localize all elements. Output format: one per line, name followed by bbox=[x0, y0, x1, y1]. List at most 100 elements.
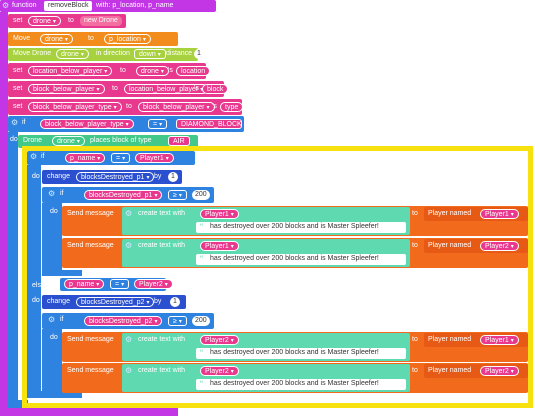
move-drone-block[interactable]: Move drone▾ to p_location▾ bbox=[8, 32, 178, 46]
set-location-block[interactable]: set location_below_player▾ to drone▾ 's … bbox=[8, 63, 211, 79]
target-player-var[interactable]: Player2▾ bbox=[480, 366, 519, 376]
blocks-p1-var[interactable]: blocksDestroyed_p1▾ bbox=[84, 190, 163, 200]
gear-icon[interactable]: ⚙ bbox=[11, 118, 19, 127]
drone-var[interactable]: drone▾ bbox=[40, 34, 73, 44]
player-name-var[interactable]: Player2▾ bbox=[200, 366, 239, 376]
location-var[interactable]: location_below_player▾ bbox=[28, 66, 113, 76]
message-text[interactable]: has destroyed over 200 blocks and is Mas… bbox=[210, 349, 379, 356]
message-text[interactable]: has destroyed over 200 blocks and is Mas… bbox=[210, 380, 379, 387]
dropdown-arrow-icon: ▾ bbox=[165, 156, 169, 162]
gear-icon[interactable]: ⚙ bbox=[48, 189, 56, 198]
var-label: blocksDestroyed_p1 bbox=[89, 192, 153, 199]
drone-var[interactable]: drone▾ bbox=[52, 136, 85, 146]
text-string-block[interactable]: “ has destroyed over 200 blocks and is M… bbox=[196, 379, 406, 390]
blocks-p2-var[interactable]: blocksDestroyed_p2▾ bbox=[76, 297, 155, 307]
if-player-block[interactable]: ⚙ if p_name▾ =▾ Player1▾ bbox=[27, 151, 195, 165]
air-value[interactable]: AIR bbox=[168, 136, 190, 146]
distance-value[interactable]: 1 bbox=[194, 49, 204, 59]
set-drone-block[interactable]: set drone▾ to new Drone bbox=[8, 14, 126, 28]
set-label: set bbox=[13, 103, 23, 110]
p-name-var[interactable]: p_name▾ bbox=[65, 153, 106, 163]
p-location-var[interactable]: p_location▾ bbox=[104, 34, 151, 44]
text-string-block[interactable]: “ has destroyed over 200 blocks and is M… bbox=[196, 348, 406, 359]
blocks-p1-var[interactable]: blocksDestroyed_p1▾ bbox=[76, 172, 155, 182]
direction-dropdown[interactable]: down▾ bbox=[134, 49, 166, 59]
function-name[interactable]: removeBlock bbox=[44, 1, 93, 11]
operator-dropdown[interactable]: ≥▾ bbox=[168, 190, 187, 200]
var-label: block_below_player bbox=[143, 104, 205, 111]
operator-dropdown[interactable]: ≥▾ bbox=[168, 316, 187, 326]
target-player-var[interactable]: Player2▾ bbox=[480, 241, 519, 251]
create-text-block[interactable]: ⚙ create text with Player1▾ “ has destro… bbox=[122, 239, 410, 267]
gear-icon[interactable]: ⚙ bbox=[30, 152, 38, 161]
if-p1-block[interactable]: ⚙ if blocksDestroyed_p1▾ ≥▾ 200 bbox=[42, 187, 214, 203]
do-label: do bbox=[32, 173, 40, 180]
set-block-block[interactable]: set block_below_player▾ to location_belo… bbox=[8, 81, 229, 97]
new-drone-value[interactable]: new Drone bbox=[80, 16, 122, 26]
if-diamond-block[interactable]: ⚙ if block_below_player_type▾ =▾ DIAMOND… bbox=[8, 116, 244, 132]
message-text[interactable]: has destroyed over 200 blocks and is Mas… bbox=[210, 255, 379, 262]
change-value[interactable]: 1 bbox=[170, 297, 180, 307]
player-named-block[interactable]: Player named Player1▾ bbox=[424, 333, 528, 347]
create-text-block[interactable]: ⚙ create text with Player2▾ “ has destro… bbox=[122, 364, 410, 392]
operator-dropdown[interactable]: =▾ bbox=[148, 119, 168, 129]
drone-var[interactable]: drone▾ bbox=[56, 49, 89, 59]
player-name-var[interactable]: Player2▾ bbox=[200, 335, 239, 345]
dropdown-arrow-icon: ▾ bbox=[200, 87, 203, 93]
gear-icon[interactable]: ⚙ bbox=[2, 1, 10, 10]
blocks-p2-var[interactable]: blocksDestroyed_p2▾ bbox=[84, 316, 163, 326]
create-text-label: create text with bbox=[138, 242, 186, 249]
operator-dropdown[interactable]: =▾ bbox=[111, 153, 131, 163]
target-player-var[interactable]: Player1▾ bbox=[480, 209, 519, 219]
target-player-var[interactable]: Player1▾ bbox=[480, 335, 519, 345]
player-named-block[interactable]: Player named Player1▾ bbox=[424, 207, 528, 221]
create-text-block[interactable]: ⚙ create text with Player2▾ “ has destro… bbox=[122, 333, 410, 361]
do-label: do bbox=[10, 136, 18, 143]
var-label: blocksDestroyed_p2 bbox=[81, 299, 145, 306]
diamond-value[interactable]: DIAMOND_BLOCK bbox=[176, 119, 242, 129]
change-value[interactable]: 1 bbox=[168, 172, 178, 182]
elseif-condition[interactable]: p_name▾ =▾ Player2▾ bbox=[60, 278, 173, 291]
player-name-var[interactable]: Player1▾ bbox=[200, 241, 239, 251]
player-named-block[interactable]: Player named Player2▾ bbox=[424, 239, 528, 253]
operator-dropdown[interactable]: =▾ bbox=[110, 279, 130, 289]
place-block[interactable]: Drone drone▾ places block of type AIR bbox=[18, 135, 198, 148]
create-text-block[interactable]: ⚙ create text with Player1▾ “ has destro… bbox=[122, 207, 410, 235]
text-string-block[interactable]: “ has destroyed over 200 blocks and is M… bbox=[196, 222, 406, 233]
message-text[interactable]: has destroyed over 200 blocks and is Mas… bbox=[210, 223, 379, 230]
gear-icon[interactable]: ⚙ bbox=[125, 366, 133, 375]
send-message-row[interactable]: Send message ⚙ create text with Player2▾… bbox=[62, 332, 528, 362]
change-p2-block[interactable]: change blocksDestroyed_p2▾ by 1 bbox=[42, 295, 186, 309]
drone-var[interactable]: drone▾ bbox=[28, 16, 61, 26]
send-message-row[interactable]: Send message ⚙ create text with Player2▾… bbox=[62, 363, 528, 393]
if-p2-block[interactable]: ⚙ if blocksDestroyed_p2▾ ≥▾ 200 bbox=[42, 313, 214, 329]
player-named-block[interactable]: Player named Player2▾ bbox=[424, 364, 528, 378]
property-dropdown[interactable]: location bbox=[176, 66, 211, 76]
property-dropdown[interactable]: block bbox=[202, 84, 229, 94]
send-message-label: Send message bbox=[67, 242, 114, 249]
type-var[interactable]: block_below_player_type▾ bbox=[40, 119, 134, 129]
threshold-value[interactable]: 200 bbox=[192, 190, 210, 200]
move-direction-block[interactable]: Move Drone drone▾ in direction down▾ dis… bbox=[8, 48, 204, 61]
player1-value[interactable]: Player1▾ bbox=[135, 153, 174, 163]
p-name-var[interactable]: p_name▾ bbox=[64, 279, 105, 289]
gear-icon[interactable]: ⚙ bbox=[125, 209, 133, 218]
send-message-row[interactable]: Send message ⚙ create text with Player1▾… bbox=[62, 206, 528, 236]
gear-icon[interactable]: ⚙ bbox=[48, 315, 56, 324]
gear-icon[interactable]: ⚙ bbox=[125, 241, 133, 250]
send-message-row[interactable]: Send message ⚙ create text with Player1▾… bbox=[62, 238, 528, 268]
block-var[interactable]: block_below_player▾ bbox=[138, 102, 215, 112]
gear-icon[interactable]: ⚙ bbox=[125, 335, 133, 344]
text-string-block[interactable]: “ has destroyed over 200 blocks and is M… bbox=[196, 254, 406, 265]
set-type-block[interactable]: set block_below_player_type▾ to block_be… bbox=[8, 99, 244, 115]
dropdown-arrow-icon: ▾ bbox=[206, 105, 210, 111]
function-block[interactable]: ⚙ function removeBlock with: p_location,… bbox=[0, 0, 216, 12]
player-name-var[interactable]: Player1▾ bbox=[200, 209, 239, 219]
type-var[interactable]: block_below_player_type▾ bbox=[28, 102, 122, 112]
threshold-value[interactable]: 200 bbox=[192, 316, 210, 326]
drone-var[interactable]: drone▾ bbox=[136, 66, 169, 76]
block-var[interactable]: block_below_player▾ bbox=[28, 84, 105, 94]
player2-value[interactable]: Player2▾ bbox=[134, 279, 173, 289]
property-dropdown[interactable]: type bbox=[220, 102, 244, 112]
change-p1-block[interactable]: change blocksDestroyed_p1▾ by 1 bbox=[42, 170, 182, 184]
